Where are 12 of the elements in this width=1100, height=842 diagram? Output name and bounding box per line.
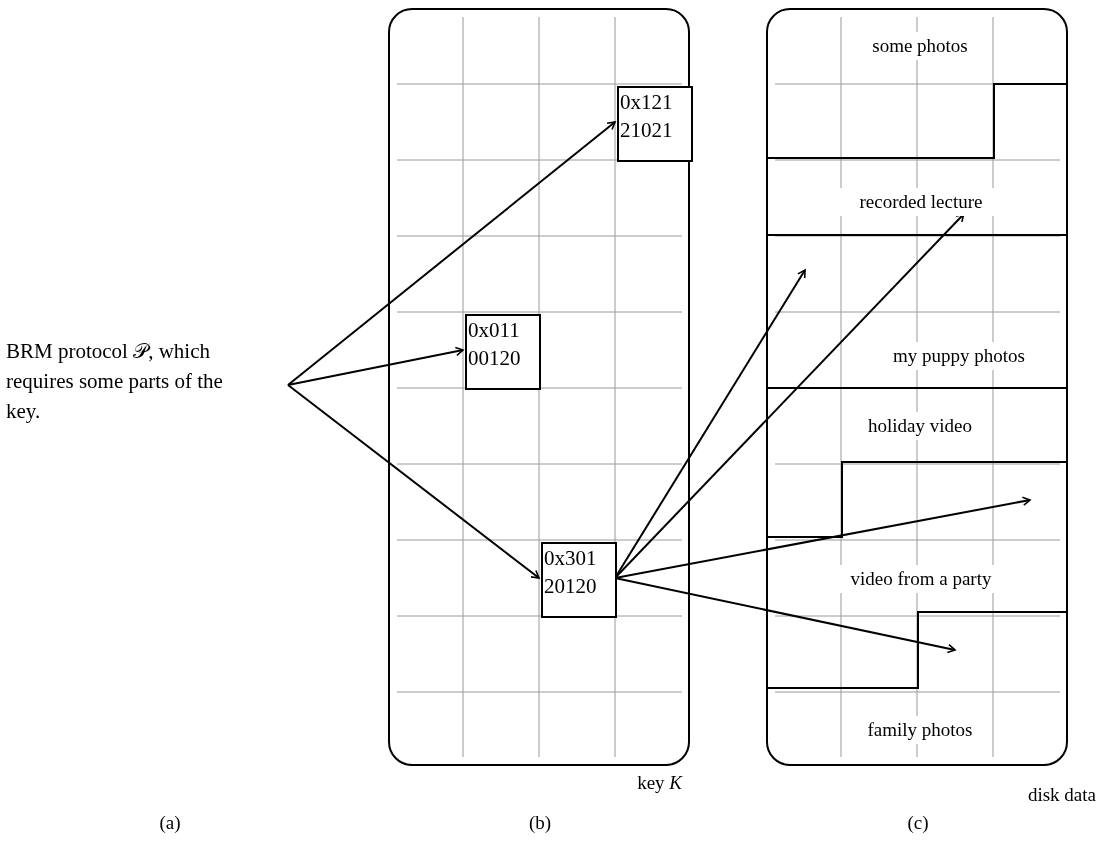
arrow bbox=[287, 384, 540, 579]
arrow bbox=[287, 121, 616, 386]
key-segment-box: 0x301 20120 bbox=[541, 542, 617, 618]
subfigure-label: (c) bbox=[906, 811, 930, 835]
description-text: BRM protocol 𝒫, which requires some parts of the key. bbox=[6, 336, 232, 426]
arrow bbox=[287, 346, 464, 386]
panel-caption: disk data bbox=[1026, 783, 1096, 807]
subfigure-label: (a) bbox=[158, 811, 182, 835]
subfigure-label: (b) bbox=[527, 811, 553, 835]
panel-caption: key K bbox=[636, 771, 682, 795]
key-segment-box: 0x121 21021 bbox=[617, 86, 693, 162]
key-segment-box: 0x011 00120 bbox=[465, 314, 541, 390]
